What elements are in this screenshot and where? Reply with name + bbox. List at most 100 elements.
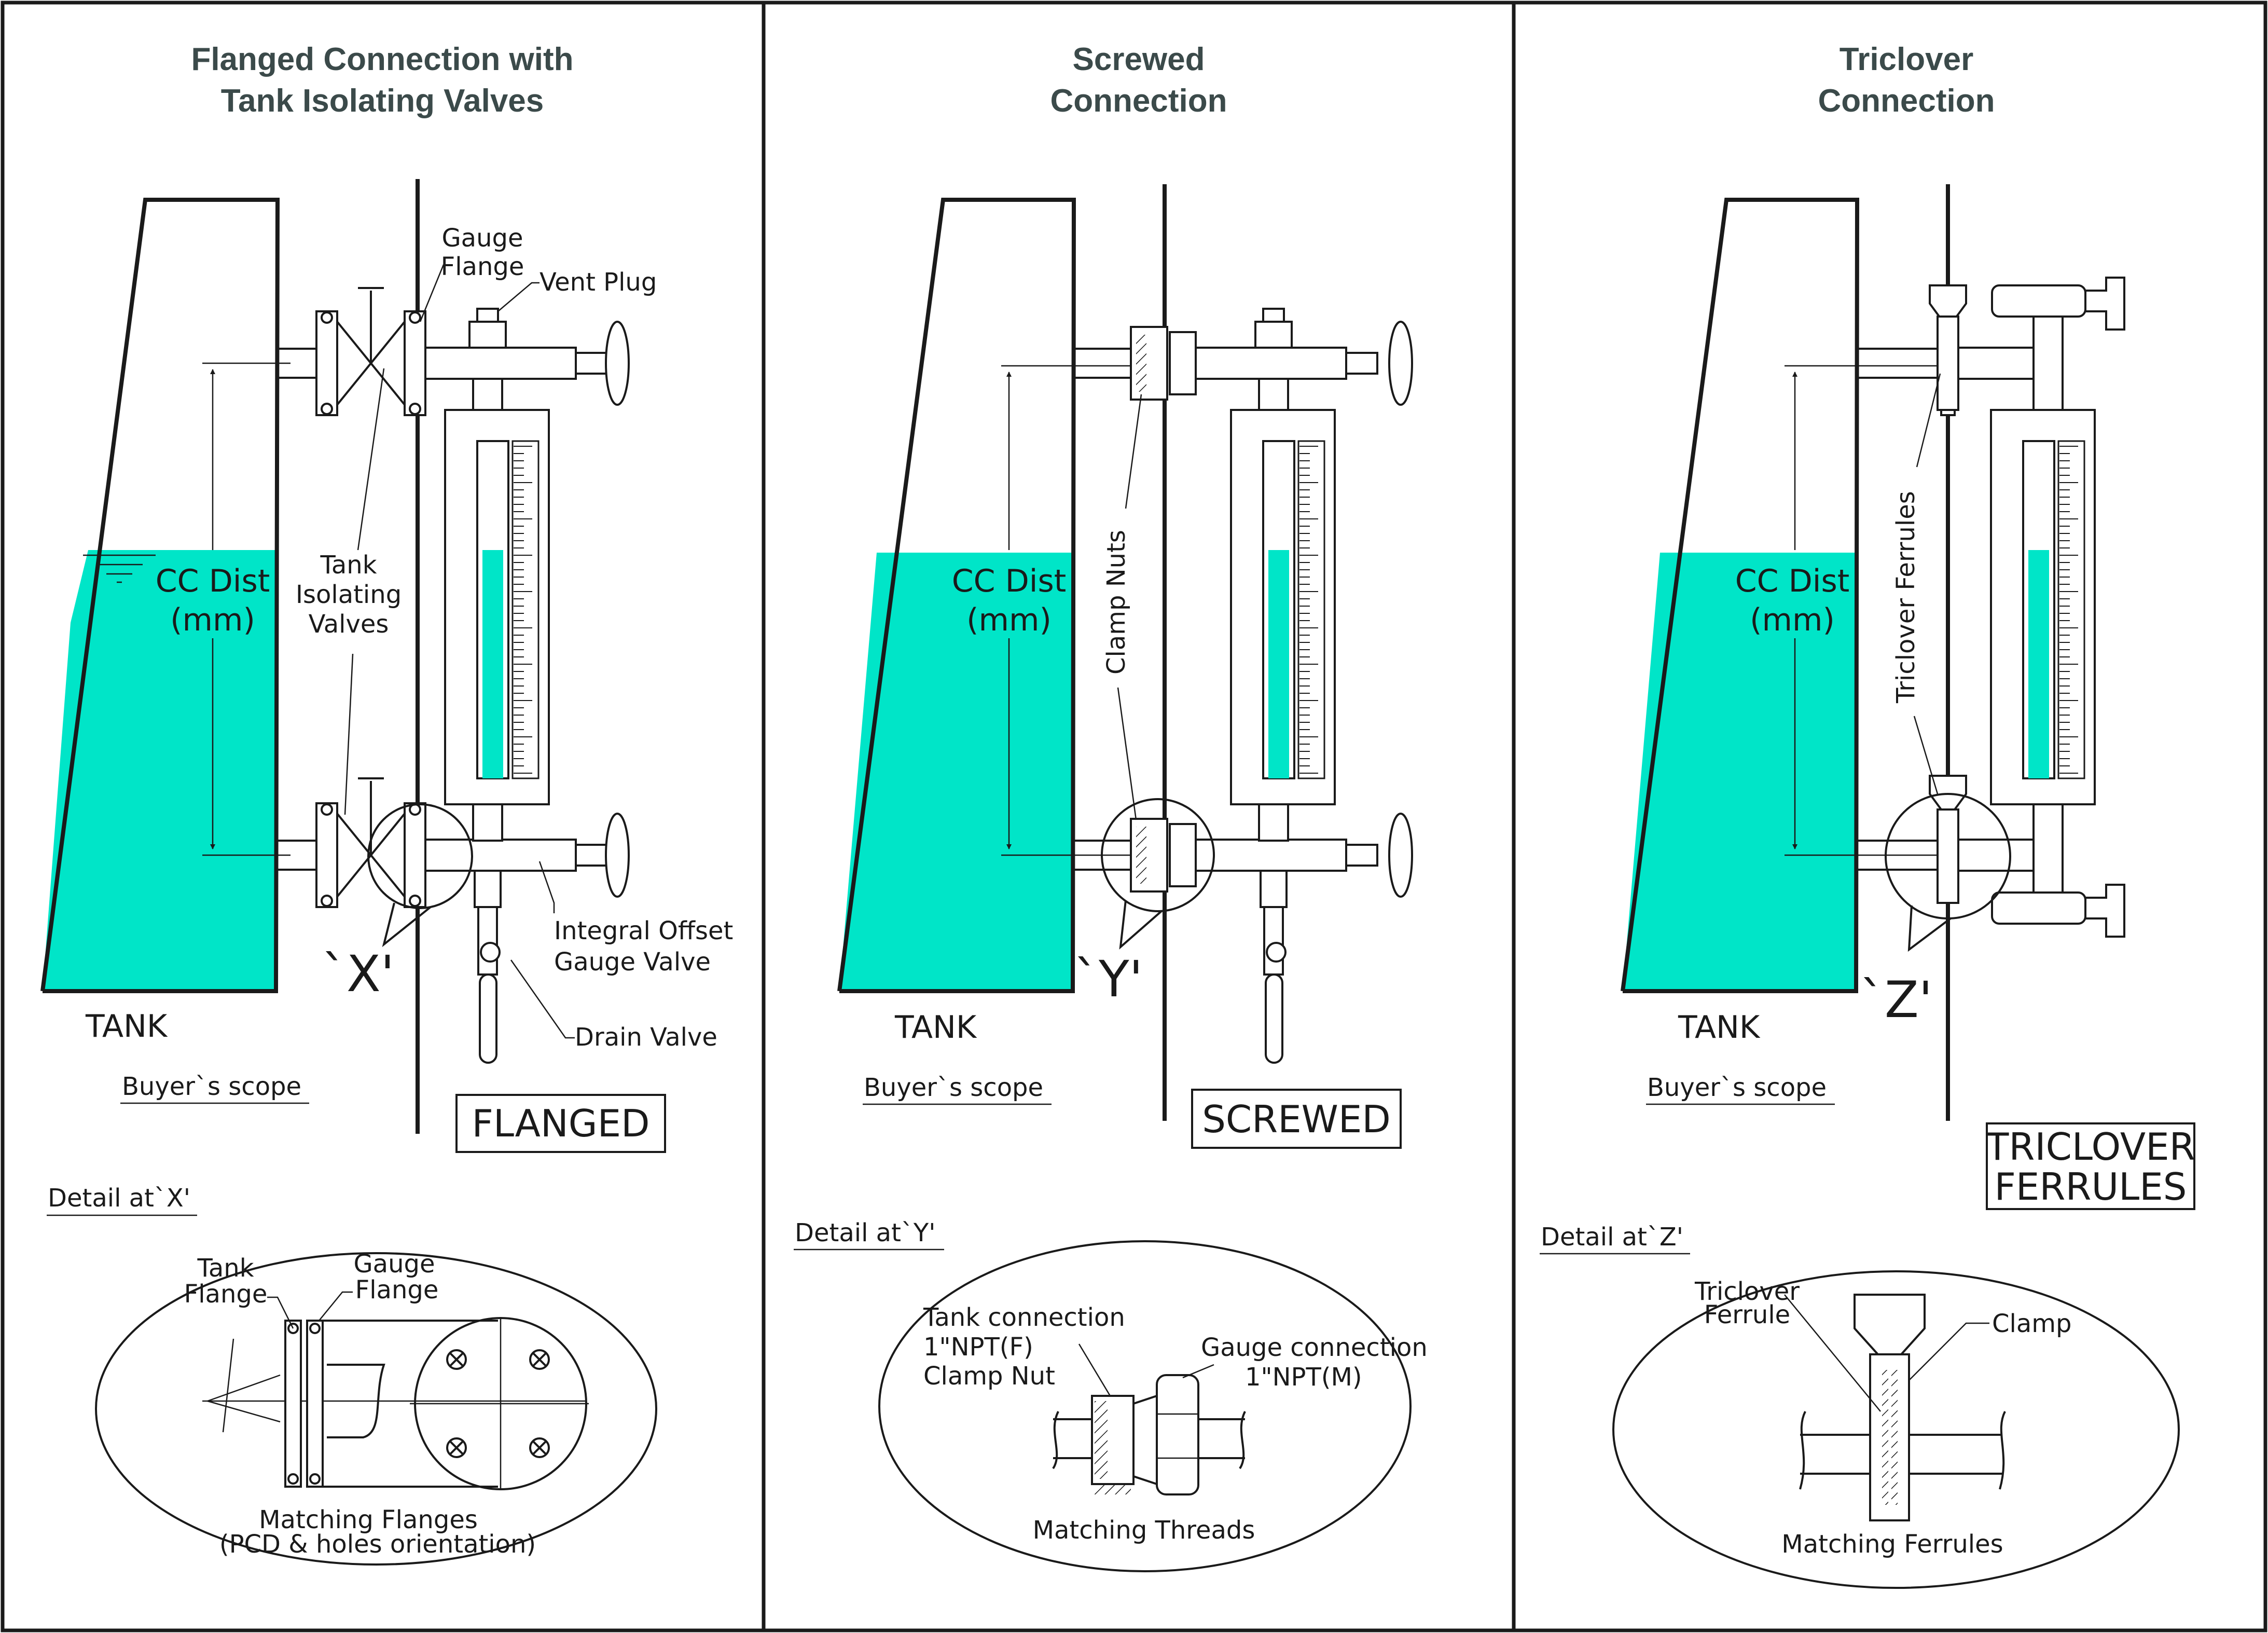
detail-title: Detail at`Z' xyxy=(1541,1223,1683,1252)
detail-z-callout-pointer xyxy=(1907,905,1952,952)
bolt-hole-cross xyxy=(449,1440,464,1455)
detail-ferrule-hatch-2 xyxy=(1891,1370,1898,1505)
scale-frame xyxy=(2057,440,2085,779)
cc-dist-unit: (mm) xyxy=(966,602,1052,638)
top-valve-column xyxy=(1258,378,1289,411)
clamp-nuts-label: Clamp Nuts xyxy=(1102,530,1131,675)
detail-cross-3 xyxy=(222,1338,234,1433)
scale-frame xyxy=(511,440,540,779)
gauge-liquid-column xyxy=(2028,550,2049,778)
bolt-hole-icon xyxy=(446,1349,467,1370)
gauge-flange-label-1: Gauge xyxy=(441,224,523,253)
tank-liquid xyxy=(839,553,1073,991)
top-clamp-handle xyxy=(2084,277,2125,331)
gauge-flange-label-2: Flange xyxy=(441,252,524,281)
bolt-hole-cross xyxy=(449,1352,464,1367)
buyer-scope-label: Buyer`s scope xyxy=(1647,1073,1827,1102)
type-box xyxy=(455,1094,666,1153)
gauge-liquid-column xyxy=(482,550,503,778)
detail-cross-1 xyxy=(207,1374,281,1402)
top-clamp-nut-hatch xyxy=(1136,335,1146,392)
top-triclover-clamp-icon xyxy=(1991,284,2086,318)
detail-cross-2 xyxy=(207,1400,281,1423)
detail-pipe xyxy=(323,1320,498,1488)
integral-offset-label-2: Gauge Valve xyxy=(554,948,711,977)
detail-tank-connection-label-2: 1"NPT(F) xyxy=(923,1333,1033,1362)
liquid-level-symbol xyxy=(83,554,156,583)
detail-gauge-flange-label-1: Gauge xyxy=(353,1250,435,1279)
bottom-gauge-flange xyxy=(404,802,426,908)
top-tank-flange xyxy=(315,310,338,416)
bottom-valve-column xyxy=(1258,803,1289,842)
detail-gauge-connection-label-1: Gauge connection xyxy=(1201,1333,1428,1362)
top-hex-nut xyxy=(1169,331,1197,395)
panel-triclover: Triclover Connection CC Dist (mm) xyxy=(1540,42,2195,1589)
detail-ellipse xyxy=(878,1240,1412,1572)
top-valve-spindle xyxy=(1345,352,1378,375)
detail-taper-thread xyxy=(1132,1394,1158,1486)
triclover-ferrules-leader-top xyxy=(1916,373,1941,468)
bolt-icon xyxy=(321,895,333,907)
detail-y-circle xyxy=(1101,798,1215,912)
type-box-label: SCREWED xyxy=(1202,1097,1391,1141)
bottom-valve-spindle xyxy=(575,844,608,867)
panel-1-title-line-2: Tank Isolating Valves xyxy=(221,83,544,119)
bottom-tank-flange xyxy=(315,802,338,908)
detail-clamp-leader xyxy=(1909,1322,1989,1381)
detail-tank-flange-label-2: Flange xyxy=(184,1280,268,1309)
bolt-icon xyxy=(409,895,421,907)
detail-tank-connection-leader xyxy=(1078,1343,1111,1396)
detail-gauge-connection-label-2: 1"NPT(M) xyxy=(1245,1363,1362,1392)
tank-label: TANK xyxy=(85,1008,168,1045)
tank-wall xyxy=(40,198,280,993)
bottom-clamp-handle xyxy=(2084,884,2125,938)
clamp-nuts-leader-top xyxy=(1125,394,1142,509)
drain-handle xyxy=(1265,973,1283,1064)
detail-title: Detail at`X' xyxy=(48,1184,190,1213)
detail-x-marker: `X' xyxy=(322,945,394,1003)
detail-matching-label-1: Matching Flanges xyxy=(259,1505,478,1534)
detail-y-callout-pointer xyxy=(1119,900,1163,950)
panel-screwed: Screwed Connection CC Dist (mm) xyxy=(794,42,1428,1572)
detail-x-callout-pointer xyxy=(382,902,432,948)
detail-tank-connection-label-3: Clamp Nut xyxy=(923,1362,1055,1391)
gauge-scale xyxy=(1297,440,1325,779)
detail-clamp-nut-hatch xyxy=(1095,1401,1108,1479)
top-nozzle xyxy=(1857,348,1940,379)
bolt-icon xyxy=(409,311,421,324)
bottom-valve-column xyxy=(2032,803,2064,909)
detail-x-circle xyxy=(367,803,473,909)
buyer-scope-label: Buyer`s scope xyxy=(122,1072,301,1101)
vent-plug-body xyxy=(1254,321,1293,349)
detail-tank-flange-label-1: Tank xyxy=(197,1254,254,1283)
bolt-icon xyxy=(321,803,333,816)
type-box xyxy=(1191,1089,1402,1149)
clamp-nuts-leader-bottom xyxy=(1117,687,1137,820)
detail-tank-connection-label-1: Tank connection xyxy=(923,1303,1125,1332)
bottom-valve-column xyxy=(472,803,503,842)
drain-valve-leader xyxy=(510,959,575,1039)
bolt-hole-cross xyxy=(532,1352,547,1367)
panel-3-title-line-1: Triclover xyxy=(1840,42,1973,77)
cc-dist-label: CC Dist xyxy=(156,563,270,599)
bottom-gauge-block xyxy=(1195,839,1347,872)
detail-gauge-flange-label-2: Flange xyxy=(355,1275,439,1305)
panel-1-title-line-1: Flanged Connection with xyxy=(191,42,573,77)
cc-dist-label: CC Dist xyxy=(952,563,1067,599)
detail-z-circle xyxy=(1885,793,2011,920)
bolt-hole-icon xyxy=(529,1349,550,1370)
detail-y-marker: `Y' xyxy=(1074,950,1143,1008)
detail-matching-label: Matching Ferrules xyxy=(1781,1530,2003,1559)
vent-plug-icon xyxy=(476,308,499,323)
drain-valve-body xyxy=(1263,906,1284,976)
gauge-scale xyxy=(511,440,540,779)
type-box-label-line-1: TRICLOVER xyxy=(1985,1125,2195,1169)
drain-pipe xyxy=(474,870,502,908)
detail-clamp-label: Clamp xyxy=(1992,1309,2072,1338)
top-valve-handwheel-icon xyxy=(1388,321,1413,406)
detail-clamp-nut-hatch-2 xyxy=(1095,1484,1131,1494)
vent-plug-label: Vent Plug xyxy=(540,268,657,297)
detail-tank-flange xyxy=(284,1320,302,1488)
top-ferrule-clamp xyxy=(1937,315,1959,411)
